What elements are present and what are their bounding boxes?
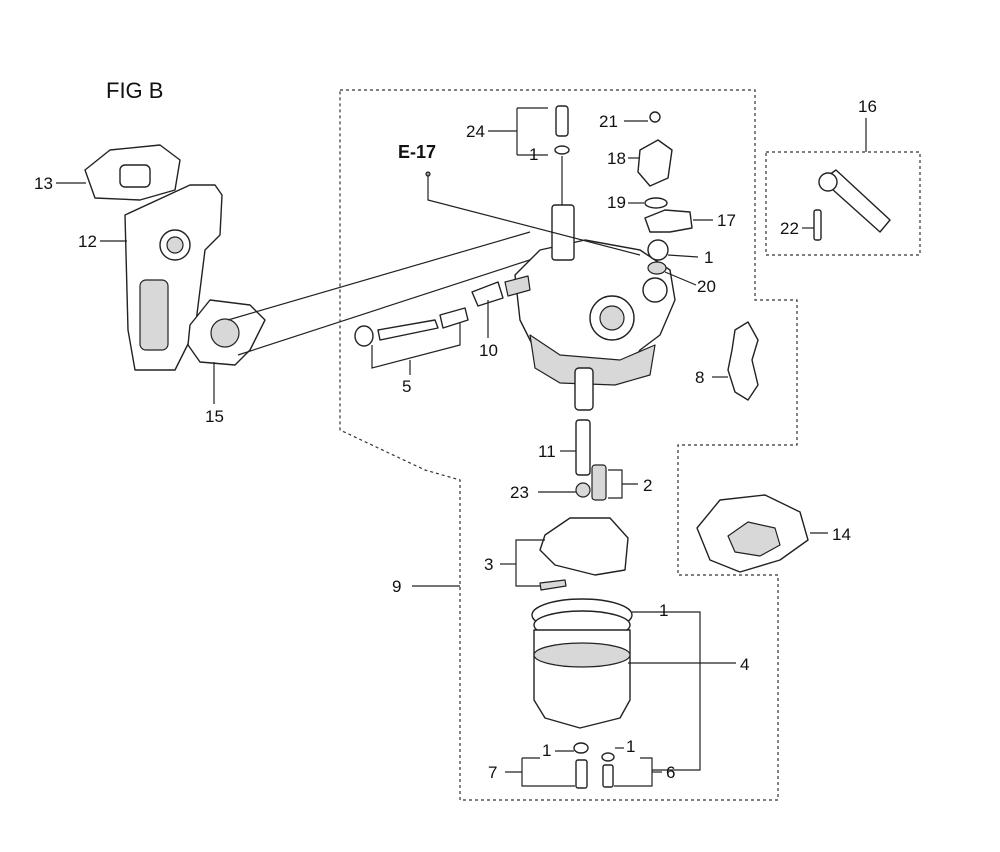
spring-10: [504, 275, 531, 297]
label-22: 22: [780, 219, 799, 238]
jet-2: [591, 464, 607, 501]
bracket-7: [521, 757, 575, 787]
label-21: 21: [599, 112, 618, 131]
screw-24-group: [554, 105, 570, 205]
gasket-15-port: [210, 318, 240, 348]
screw-21: [649, 111, 661, 123]
washer-1-screw: [601, 752, 615, 762]
gasket-8: [727, 321, 759, 401]
label-23: 23: [510, 483, 529, 502]
label-16: 16: [858, 97, 877, 116]
seal-20: [647, 261, 667, 275]
leader-15-carb-2: [227, 231, 531, 321]
carb-side-boss: [642, 277, 668, 303]
o-ring-23: [575, 482, 591, 498]
label-9: 9: [392, 577, 401, 596]
leader-e17-dot: [425, 171, 431, 177]
lever-16-pivot: [818, 172, 838, 192]
gasket-14-port: [727, 521, 781, 557]
pilot-screw-5: [377, 319, 439, 341]
reference-e17: E-17: [398, 142, 436, 162]
label-10: 10: [479, 341, 498, 360]
bracket-3: [515, 539, 545, 587]
screw-24: [555, 105, 569, 137]
float-pin: [539, 579, 567, 591]
bolt-7: [575, 759, 588, 789]
label-14: 14: [832, 525, 851, 544]
pilot-screw-group: [354, 275, 531, 347]
figure-title: FIG B: [106, 78, 163, 103]
float-3: [539, 517, 629, 591]
label-19: 19: [607, 193, 626, 212]
bowl-rib: [533, 642, 631, 668]
gasket-14: [696, 494, 809, 573]
leader-1b: [667, 254, 699, 258]
washer-1-bolt: [573, 742, 589, 754]
washer-1-top: [554, 145, 570, 155]
label-24: 24: [466, 122, 485, 141]
label-15: 15: [205, 407, 224, 426]
float-body: [539, 517, 629, 576]
label-1c: 1: [659, 601, 668, 620]
screw-6: [602, 764, 614, 788]
carb-bowl-flange: [529, 334, 656, 386]
label-17: 17: [717, 211, 736, 230]
screw-10: [471, 281, 504, 307]
bracket-1-4-6: [632, 611, 701, 771]
choke-lever-18: [637, 139, 673, 187]
label-13: 13: [34, 174, 53, 193]
label-8: 8: [695, 368, 704, 387]
lever-assembly-16: [813, 169, 891, 241]
nozzle-11: [575, 419, 591, 476]
washer-19: [644, 197, 668, 209]
drain-bolt-group: [573, 742, 615, 789]
gasket-13-port: [119, 164, 151, 188]
bracket-6: [614, 757, 653, 787]
label-1b: 1: [704, 248, 713, 267]
label-20: 20: [697, 277, 716, 296]
leader-15-carb: [237, 254, 546, 356]
leader-20: [664, 271, 697, 286]
cap-5: [354, 325, 374, 347]
label-6: 6: [666, 763, 675, 782]
pin-22: [813, 209, 822, 241]
label-4: 4: [740, 655, 749, 674]
spring-5: [439, 307, 469, 329]
float-bowl-4: [531, 598, 633, 729]
carb-throat-inner: [599, 305, 625, 331]
bracket-2: [608, 469, 638, 499]
label-7: 7: [488, 763, 497, 782]
subkit-outline: [765, 151, 921, 256]
main-jet-group: [575, 419, 607, 501]
label-12: 12: [78, 232, 97, 251]
bracket-12-hole-inner: [166, 236, 184, 254]
label-18: 18: [607, 149, 626, 168]
label-1e: 1: [626, 737, 635, 756]
bracket-12-slot: [139, 279, 169, 351]
carburetor-body: [514, 204, 676, 411]
washer-1-choke: [647, 239, 669, 261]
label-3: 3: [484, 555, 493, 574]
leader-e17: [427, 172, 641, 256]
intake-insulator-group: [84, 144, 266, 371]
assembly-outline: [339, 89, 798, 801]
choke-group: [637, 111, 693, 275]
label-5: 5: [402, 377, 411, 396]
carb-nozzle: [574, 367, 594, 411]
bracket-5: [371, 322, 461, 369]
label-1d: 1: [542, 741, 551, 760]
label-1a: 1: [529, 145, 538, 164]
choke-arm-17: [644, 209, 693, 233]
label-11: 11: [538, 442, 556, 461]
label-2: 2: [643, 476, 652, 495]
